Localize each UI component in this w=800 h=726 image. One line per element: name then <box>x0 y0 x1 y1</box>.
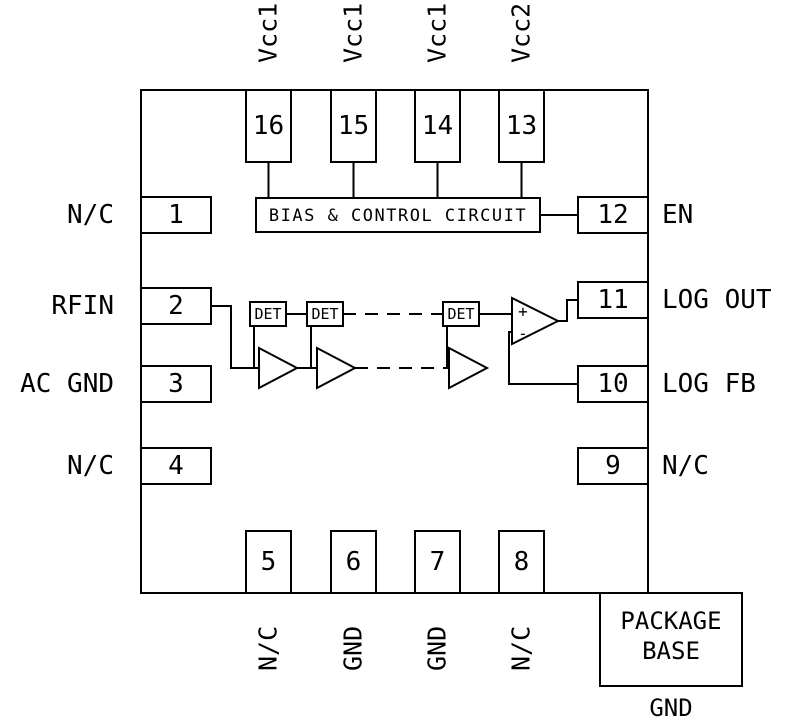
detector-1-label: DET <box>254 305 281 323</box>
pin-5-number: 5 <box>261 547 277 577</box>
chip-body <box>140 89 649 594</box>
amplifier-2 <box>316 346 358 390</box>
pin-9-label: N/C <box>662 451 709 481</box>
pin-9-number: 9 <box>605 451 621 481</box>
pin-13: 13 Vcc2 <box>498 3 545 198</box>
bias-control-block: BIAS & CONTROL CIRCUIT <box>255 197 578 233</box>
pin-14-number: 14 <box>422 111 453 141</box>
pin-4-box <box>140 447 212 485</box>
pin-4-number: 4 <box>168 451 184 481</box>
pin-9: 9 N/C <box>577 447 709 485</box>
package-base-gnd-label: GND <box>649 694 692 722</box>
pin-8-number: 8 <box>514 547 530 577</box>
pin-16-box <box>245 89 292 163</box>
opamp: + - <box>511 296 561 346</box>
pin-6: 6 GND <box>330 530 377 671</box>
pin-13-box <box>498 89 545 163</box>
package-base-label-line2: BASE <box>642 637 700 665</box>
pin-2: 2 RFIN <box>51 287 212 325</box>
amplifier-1 <box>258 346 300 390</box>
pin-7-label: GND <box>423 626 452 671</box>
pin-15-number: 15 <box>338 111 369 141</box>
pin-16: 16 Vcc1 <box>245 3 292 198</box>
opamp-plus-sign: + <box>518 302 528 321</box>
pin-13-label: Vcc2 <box>507 3 536 63</box>
pin-16-number: 16 <box>253 111 284 141</box>
pin-2-label: RFIN <box>51 291 114 321</box>
pin-10-label: LOG FB <box>662 369 756 399</box>
wire-opamp-to-logout <box>558 299 578 322</box>
pin-10: 10 LOG FB <box>577 365 756 403</box>
pin-12: 12 EN <box>577 196 693 234</box>
pin-12-number: 12 <box>597 200 628 230</box>
pin-1: 1 N/C <box>67 196 212 234</box>
pin-15-box <box>330 89 377 163</box>
pin-13-number: 13 <box>506 111 537 141</box>
detector-2-label: DET <box>311 305 338 323</box>
pin-6-number: 6 <box>346 547 362 577</box>
bias-control-label: BIAS & CONTROL CIRCUIT <box>269 206 527 226</box>
pin-14: 14 Vcc1 <box>414 3 461 198</box>
pin-7: 7 GND <box>414 530 461 671</box>
pin-5: 5 N/C <box>245 530 292 671</box>
pin-15: 15 Vcc1 <box>330 3 377 198</box>
pin-11: 11 LOG OUT <box>577 281 772 319</box>
opamp-minus-sign: - <box>518 324 528 343</box>
pin-6-box <box>330 530 377 594</box>
pin-11-label: LOG OUT <box>662 285 772 315</box>
package-base: PACKAGE BASE GND <box>599 592 743 722</box>
pin-2-number: 2 <box>168 291 184 321</box>
pin-15-label: Vcc1 <box>339 3 368 63</box>
pin-8: 8 N/C <box>498 530 545 671</box>
pin-3-number: 3 <box>168 369 184 399</box>
detector-1: DET <box>249 301 287 327</box>
pin-1-number: 1 <box>168 200 184 230</box>
package-base-label-line1: PACKAGE <box>620 607 721 635</box>
pin-1-label: N/C <box>67 200 114 230</box>
pin-11-number: 11 <box>597 285 628 315</box>
detector-3-label: DET <box>447 305 474 323</box>
pin-10-number: 10 <box>597 369 628 399</box>
pin-3-label: AC GND <box>20 369 114 399</box>
pin-3: 3 AC GND <box>20 365 212 403</box>
pin-14-box <box>414 89 461 163</box>
pin-5-box <box>245 530 292 594</box>
wire-rfin-to-amp1 <box>211 305 259 369</box>
pin-7-box <box>414 530 461 594</box>
pin-3-box <box>140 365 212 403</box>
detector-2: DET <box>306 301 344 327</box>
pin-5-label: N/C <box>254 626 283 671</box>
pin-4: 4 N/C <box>67 447 212 485</box>
pin-7-number: 7 <box>430 547 446 577</box>
pin-1-box <box>140 196 212 234</box>
pin-16-label: Vcc1 <box>254 3 283 63</box>
pin-9-box <box>577 447 649 485</box>
wire-logfb-feedback <box>508 331 578 385</box>
pin-14-label: Vcc1 <box>423 3 452 63</box>
pin-8-label: N/C <box>507 626 536 671</box>
detector-3: DET <box>442 301 480 327</box>
package-base-box <box>599 592 743 687</box>
pin-4-label: N/C <box>67 451 114 481</box>
pin-6-label: GND <box>339 626 368 671</box>
pin-12-label: EN <box>662 200 693 230</box>
opamp-triangle <box>511 296 561 346</box>
amplifier-3 <box>448 346 490 390</box>
pin-8-box <box>498 530 545 594</box>
